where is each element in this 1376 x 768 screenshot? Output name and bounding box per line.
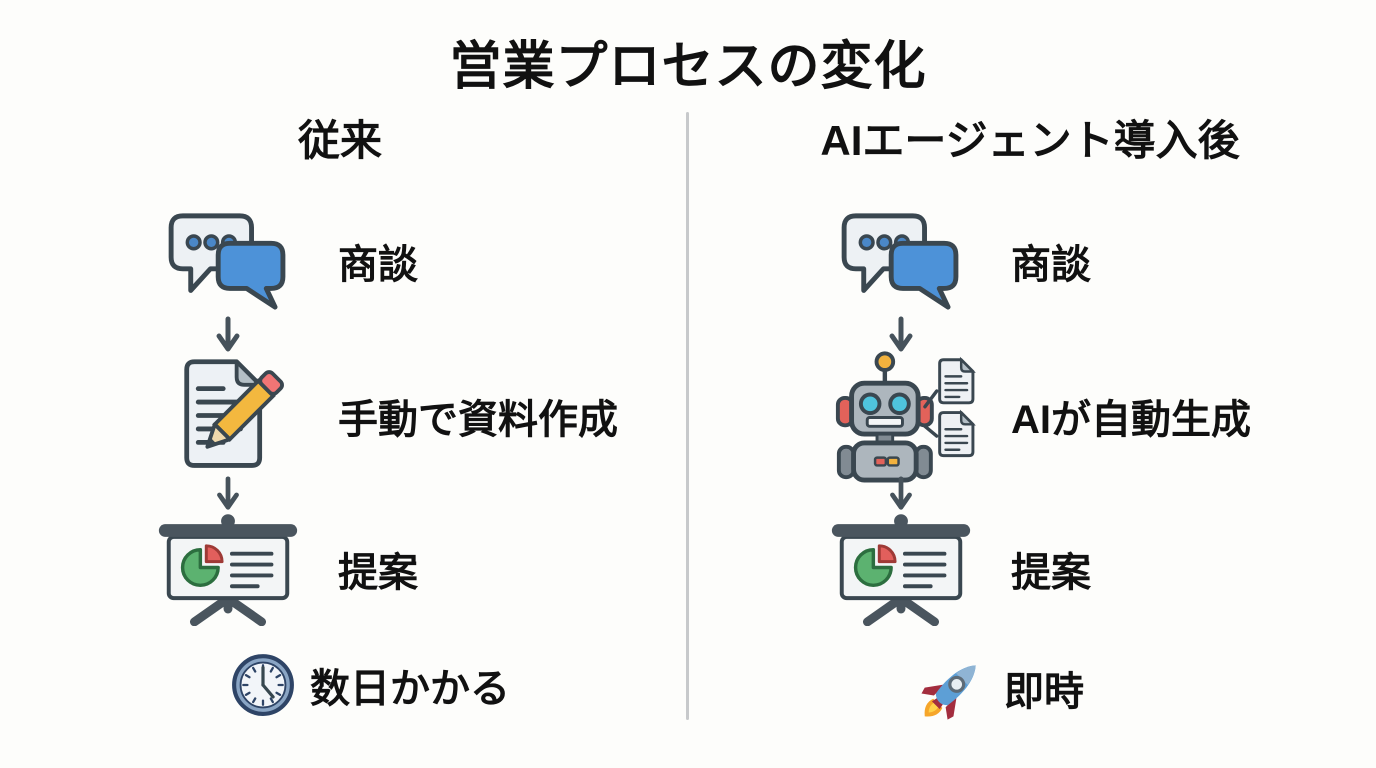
step-label-meeting: 商談 xyxy=(1011,243,1091,287)
duration-label: 即時 xyxy=(1004,670,1084,714)
arrow-down-icon xyxy=(216,316,239,352)
duration-ai-agent: 即時 xyxy=(918,652,1360,724)
flow-traditional: 商談 xyxy=(145,208,670,718)
column-divider xyxy=(686,112,689,720)
step-proposal: 提案 xyxy=(818,512,1360,626)
step-meeting: 商談 xyxy=(145,208,670,314)
step-proposal: 提案 xyxy=(145,512,670,626)
clock-icon xyxy=(232,654,294,716)
presentation-chart-icon xyxy=(831,514,970,626)
document-pencil-icon xyxy=(183,359,284,468)
page-title: 営業プロセスの変化 xyxy=(449,38,927,96)
duration-label: 数日かかる xyxy=(310,667,510,711)
step-label-proposal: 提案 xyxy=(1011,551,1091,595)
flow-ai-agent: 商談 xyxy=(818,208,1360,724)
step-meeting: 商談 xyxy=(818,208,1360,314)
step-ai-generate: AIが自動生成 xyxy=(818,350,1360,483)
step-manual-docs: 手動で資料作成 xyxy=(145,356,670,476)
duration-traditional: 数日かかる xyxy=(230,652,670,718)
arrow-down-icon xyxy=(889,476,912,510)
chat-bubbles-icon xyxy=(841,213,958,310)
arrow-down-icon xyxy=(889,316,912,352)
robot-documents-icon xyxy=(835,350,976,483)
column-header-traditional: 従来 xyxy=(297,117,382,164)
step-label-proposal: 提案 xyxy=(338,551,418,595)
column-header-ai-agent: AIエージェント導入後 xyxy=(820,117,1240,164)
step-label-meeting: 商談 xyxy=(338,243,418,287)
arrow-down-icon xyxy=(216,476,239,510)
column-ai-agent: AIエージェント導入後 商談 xyxy=(700,112,1360,724)
step-label-manual-docs: 手動で資料作成 xyxy=(338,398,618,442)
presentation-chart-icon xyxy=(158,514,297,626)
column-traditional: 従来 商談 xyxy=(10,112,670,718)
step-label-ai-generate: AIが自動生成 xyxy=(1011,398,1251,442)
chat-bubbles-icon xyxy=(168,213,285,310)
rocket-icon xyxy=(921,665,976,720)
